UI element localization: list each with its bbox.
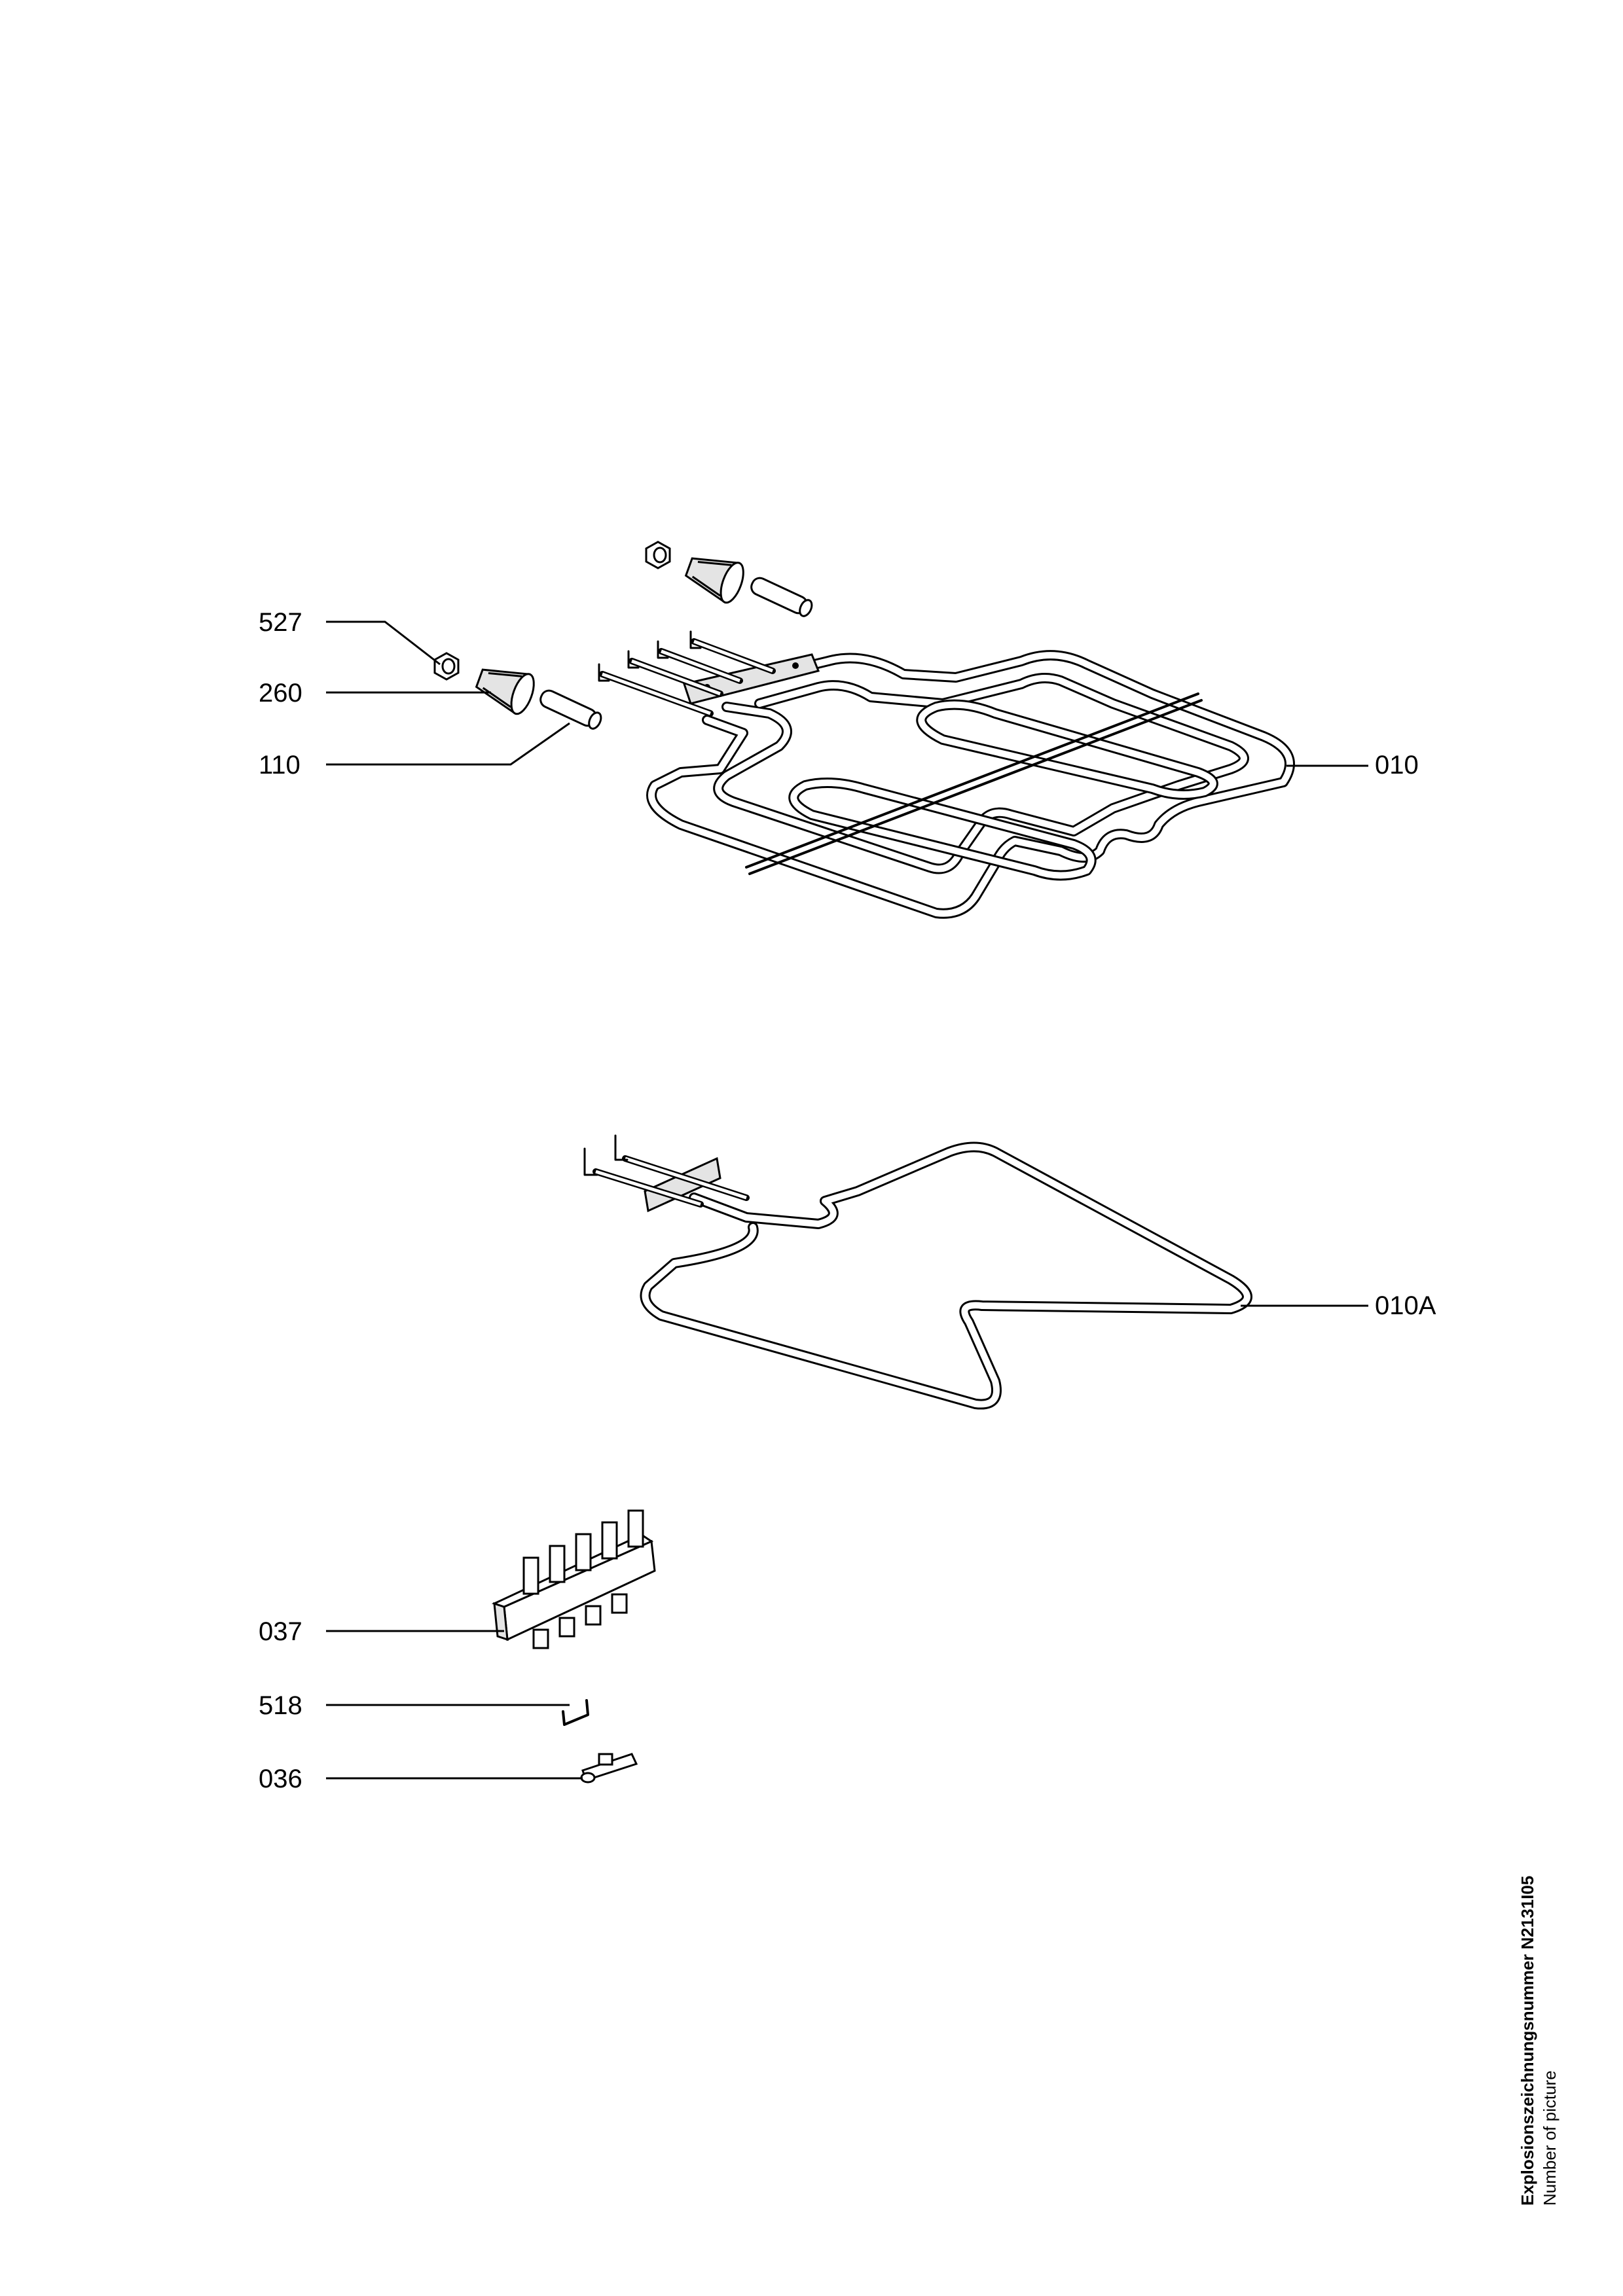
- lower-heating-element: [583, 1134, 1252, 1410]
- picture-number-block: Explosionszeichnungsnummer N2131I05 Numb…: [1499, 1839, 1571, 2206]
- upper-spare-set: [645, 541, 813, 617]
- callout-010: 010: [1375, 751, 1419, 780]
- picture-number-label: Explosionszeichnungsnummer N2131I05: [1518, 1875, 1537, 2206]
- bracket-036: [580, 1753, 638, 1784]
- nut-527: [433, 652, 460, 681]
- upper-element-terminals: [598, 630, 776, 717]
- leader-lines: [326, 620, 1368, 1780]
- picture-number-caption: Number of picture: [1540, 2070, 1559, 2206]
- callout-010A: 010A: [1375, 1291, 1436, 1320]
- terminal-block-037: [491, 1509, 656, 1649]
- clip-518: [562, 1699, 589, 1726]
- sleeve-110: [539, 689, 602, 730]
- grommet-260: [475, 668, 535, 715]
- callout-518: 518: [259, 1691, 302, 1720]
- callout-036: 036: [259, 1765, 302, 1793]
- upper-grill-element: [598, 630, 1295, 919]
- callout-037: 037: [259, 1617, 302, 1646]
- callout-260: 260: [259, 679, 302, 708]
- callout-110: 110: [259, 751, 301, 780]
- callout-527: 527: [259, 608, 302, 637]
